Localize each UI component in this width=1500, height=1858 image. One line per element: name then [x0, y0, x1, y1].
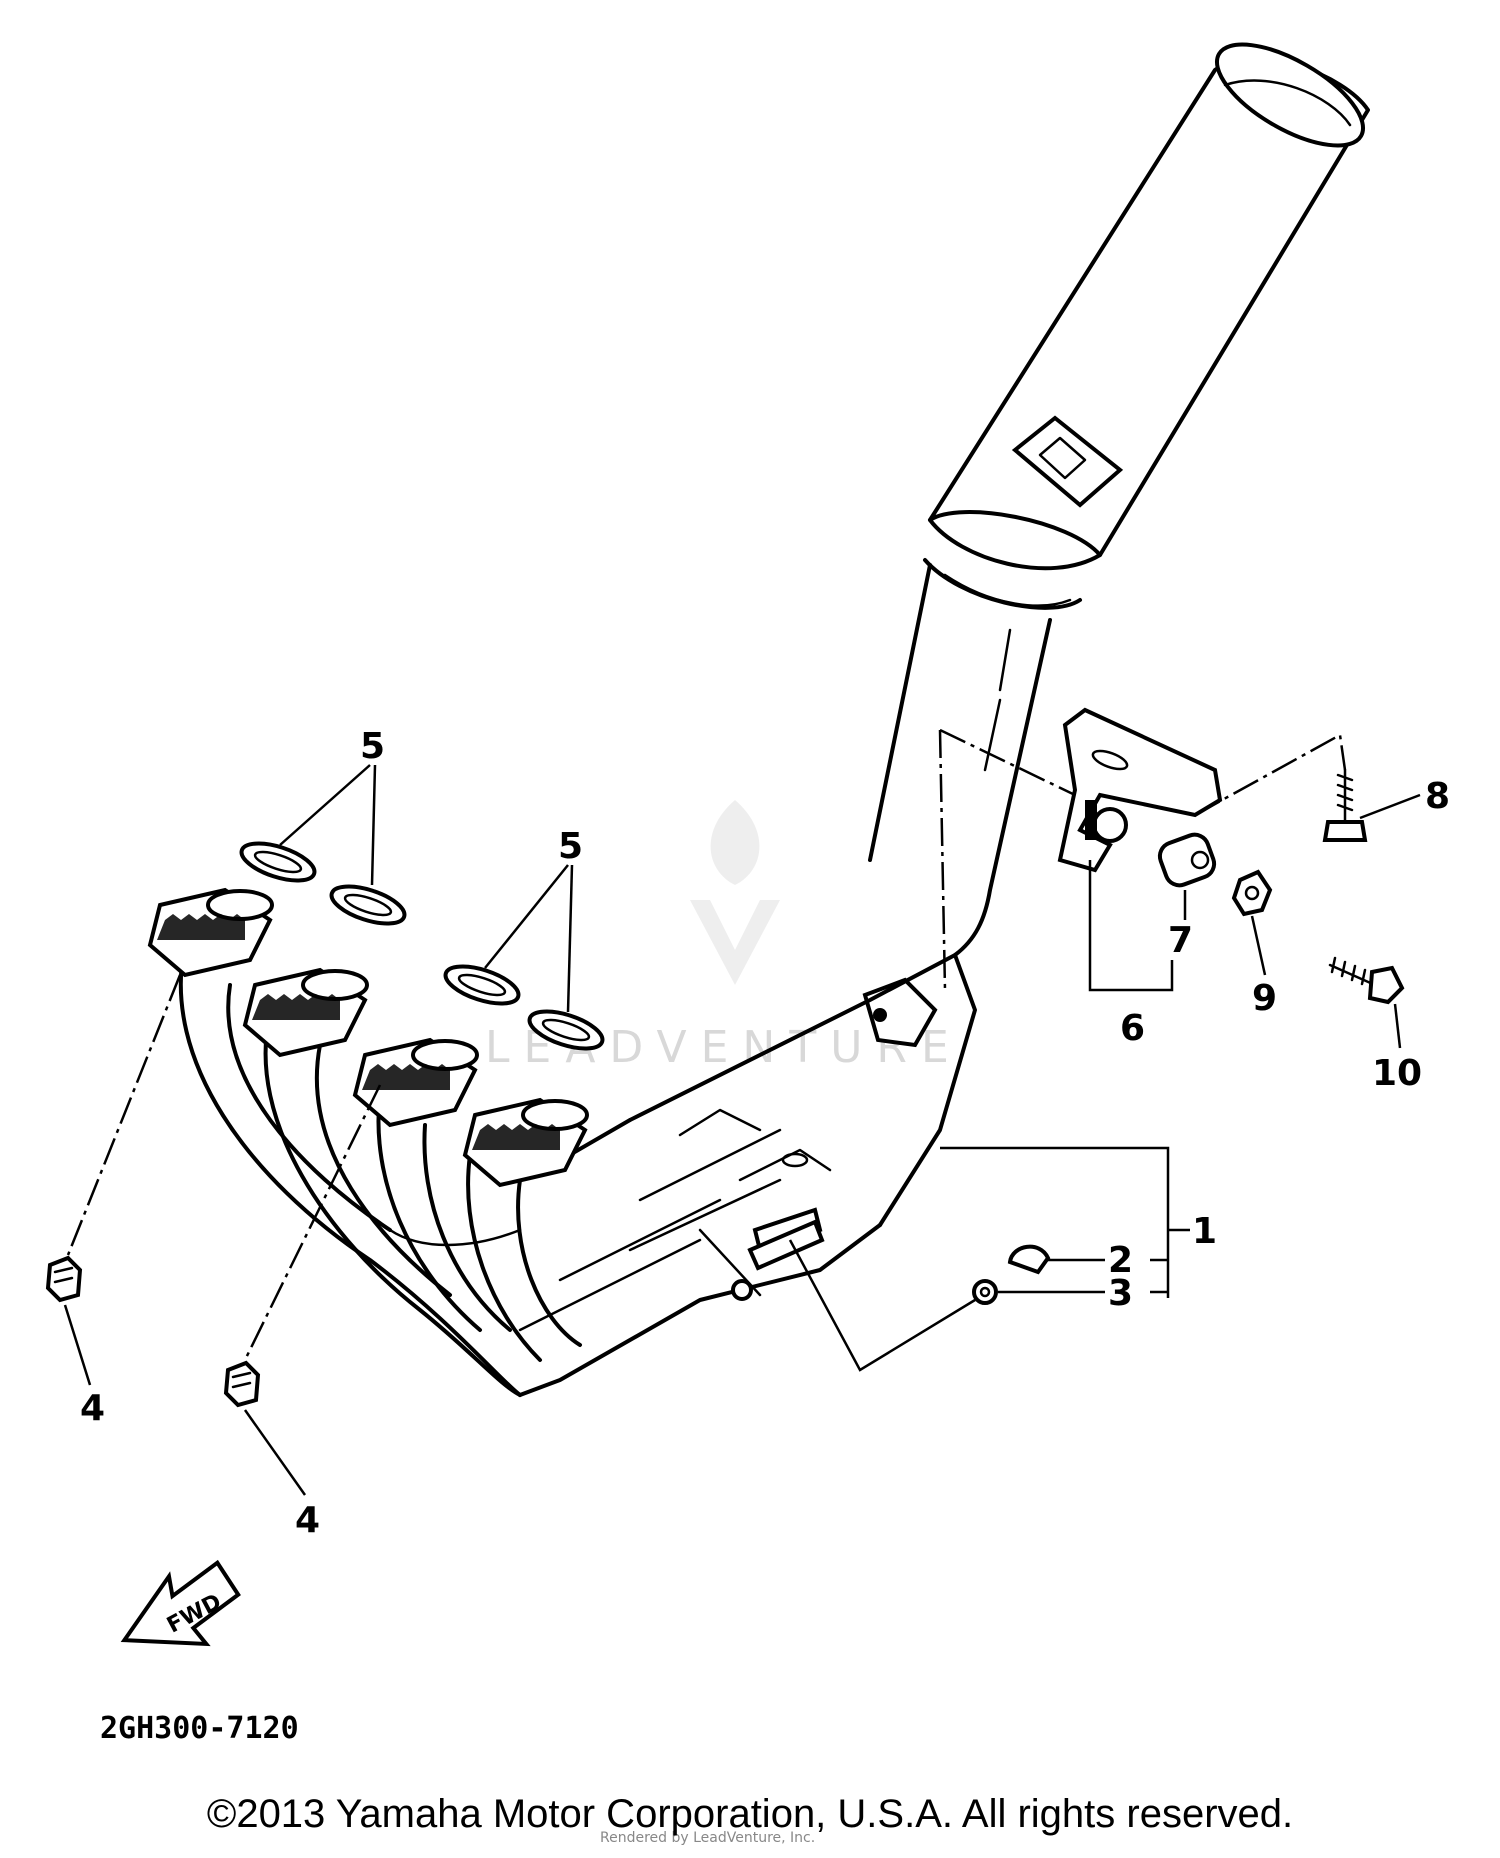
bolt-10 [1328, 956, 1405, 1005]
nut-9 [1231, 869, 1273, 917]
screw-2 [1007, 1244, 1051, 1275]
callout-7: 7 [1168, 920, 1193, 961]
collector-box [518, 953, 977, 1397]
callout-8: 8 [1425, 776, 1450, 817]
flange-nut-a [45, 1255, 83, 1303]
clamp-plate [731, 1219, 825, 1301]
flange-nut-b [223, 1360, 261, 1408]
callout-4-left: 4 [80, 1388, 105, 1429]
watermark-logo [690, 800, 780, 985]
flange-1 [147, 887, 274, 978]
flange-4 [462, 1097, 589, 1188]
watermark-caption: Rendered by LeadVenture, Inc. [600, 1830, 815, 1846]
flange-3 [352, 1037, 479, 1128]
callout-4-bottom: 4 [295, 1500, 320, 1541]
copyright-notice: ©2013 Yamaha Motor Corporation, U.S.A. A… [206, 1792, 1294, 1836]
gasket-3 [443, 964, 521, 1006]
callout-1: 1 [1192, 1211, 1217, 1252]
callout-5-left: 5 [360, 726, 385, 767]
header-pipes [178, 943, 722, 1397]
gasket-1 [239, 841, 317, 883]
bolt-8 [1322, 768, 1368, 842]
callout-2: 2 [1108, 1240, 1133, 1281]
muffler-stand [1057, 707, 1223, 873]
gasket-2 [329, 884, 407, 926]
callout-9: 9 [1252, 978, 1277, 1019]
callout-10: 10 [1372, 1053, 1422, 1094]
callout-5-middle: 5 [558, 826, 583, 867]
gaskets [239, 841, 605, 1051]
callouts: 5 5 4 4 1 2 3 6 7 8 9 10 [80, 726, 1450, 1541]
gasket-4 [527, 1009, 605, 1051]
drawing-code: 2GH300-7120 [100, 1711, 299, 1746]
link-pipe [862, 563, 1052, 1048]
callout-3: 3 [1108, 1273, 1133, 1314]
flange-2 [242, 967, 369, 1058]
washer-3 [972, 1279, 998, 1305]
muffler [923, 42, 1370, 610]
fwd-arrow: FWD [120, 1559, 241, 1647]
header-flanges [147, 887, 589, 1188]
leader-lines [63, 728, 1421, 1496]
callout-6: 6 [1120, 1008, 1145, 1049]
damper [1157, 832, 1217, 888]
